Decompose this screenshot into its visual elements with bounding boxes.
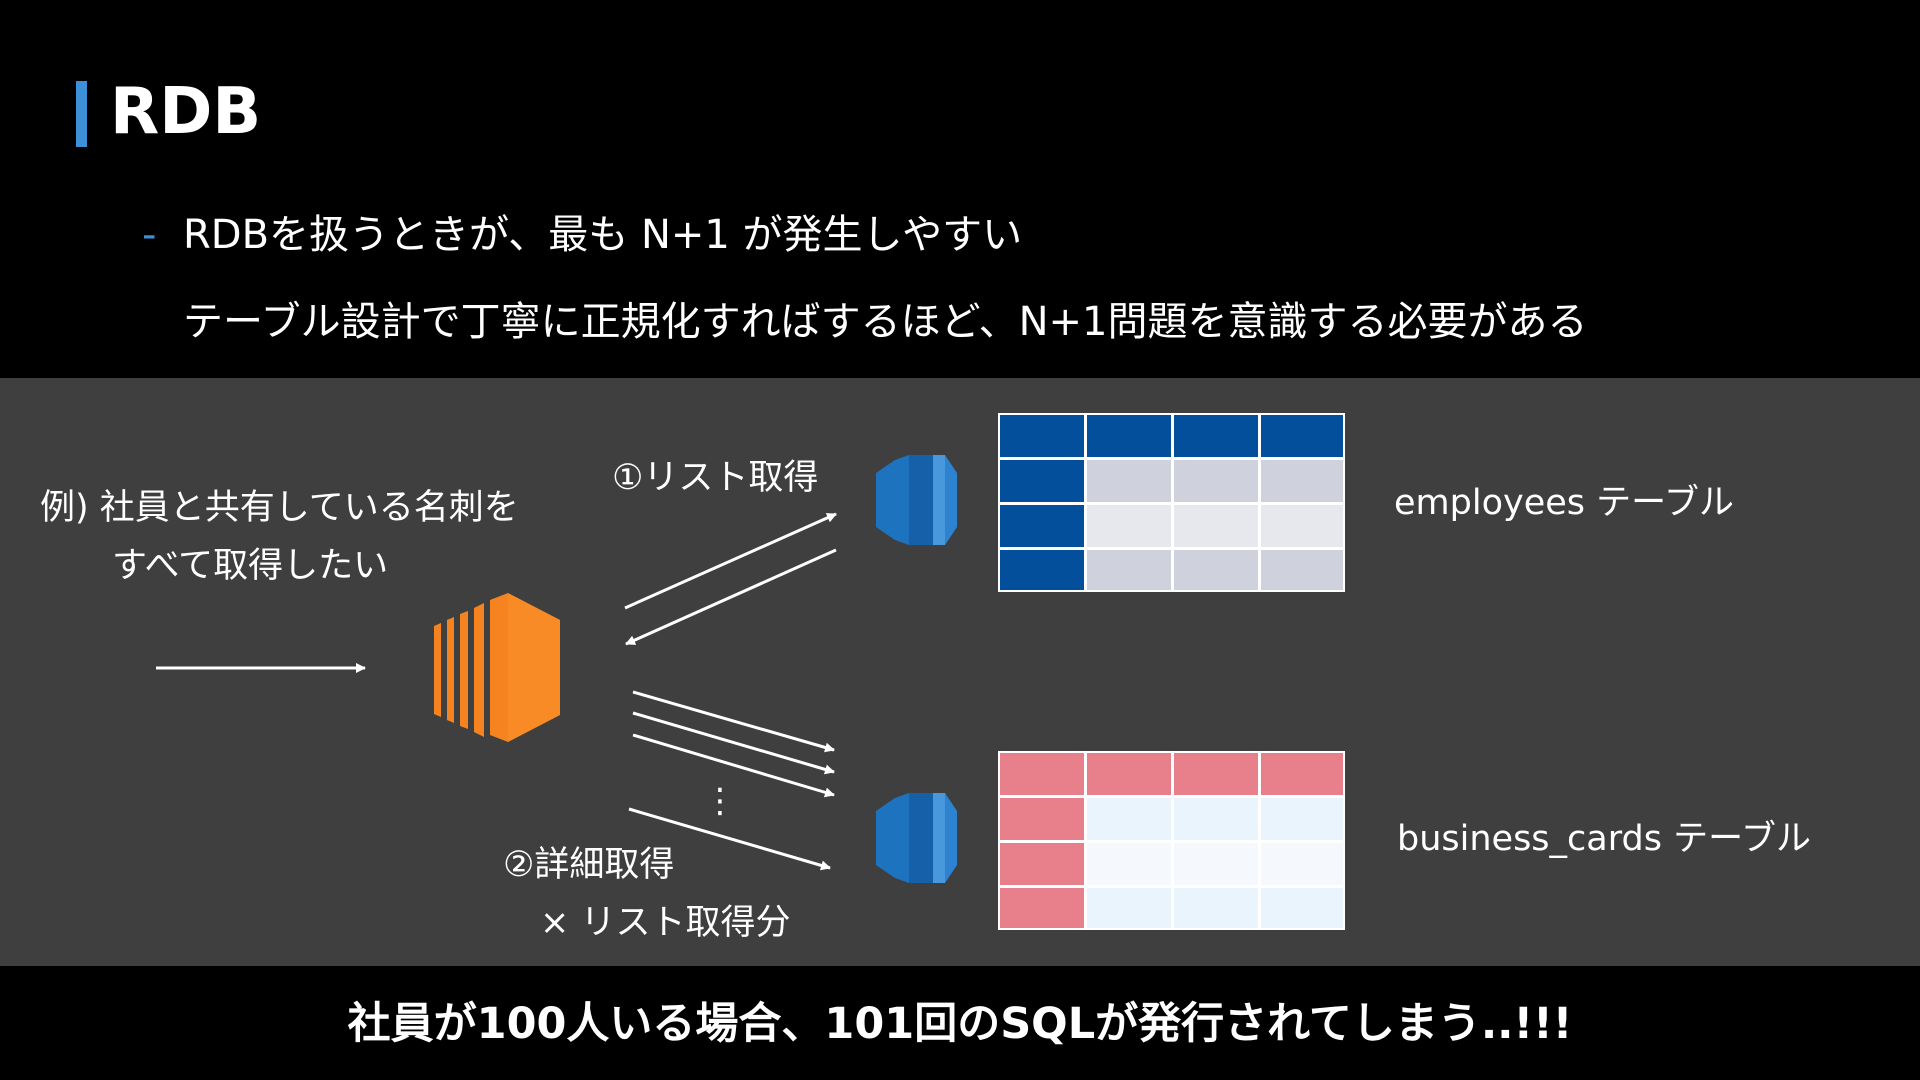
diagram-panel [0,378,1920,966]
list-request-arrow [624,512,837,610]
ellipsis: ⋮ [703,781,737,821]
employees-table [998,413,1345,592]
list-response-arrow [625,548,837,646]
example-line-1: 例) 社員と共有している名刺を [40,488,519,528]
conclusion-text: 社員が100人いる場合、101回のSQLが発行されてしまう..!!! [347,999,1573,1049]
database-icon [876,455,957,545]
list-fetch-label: ①リスト取得 [612,458,819,498]
business-cards-table [998,751,1345,930]
detail-arrow-3 [632,733,835,798]
bullet-line-1: RDBを扱うときが、最も N+1 が発生しやすい [183,212,1023,258]
detail-arrow-2 [632,711,835,775]
employees-table-label: employees テーブル [1394,483,1735,523]
detail-arrow-4 [628,807,831,871]
example-line-2: すべて取得したい [112,546,389,586]
detail-arrow-1 [632,690,835,753]
page-title: RDB [110,75,262,149]
bullet-dash: - [142,212,157,258]
business-cards-table-label: business_cards テーブル [1397,819,1811,859]
database-icon [876,793,957,883]
server-icon [434,593,560,742]
bullet-line-2: テーブル設計で丁寧に正規化すればするほど、N+1問題を意識する必要がある [183,299,1588,345]
title-accent-bar [76,81,87,147]
detail-times-label: × リスト取得分 [540,903,791,943]
detail-fetch-label: ②詳細取得 [503,845,675,885]
